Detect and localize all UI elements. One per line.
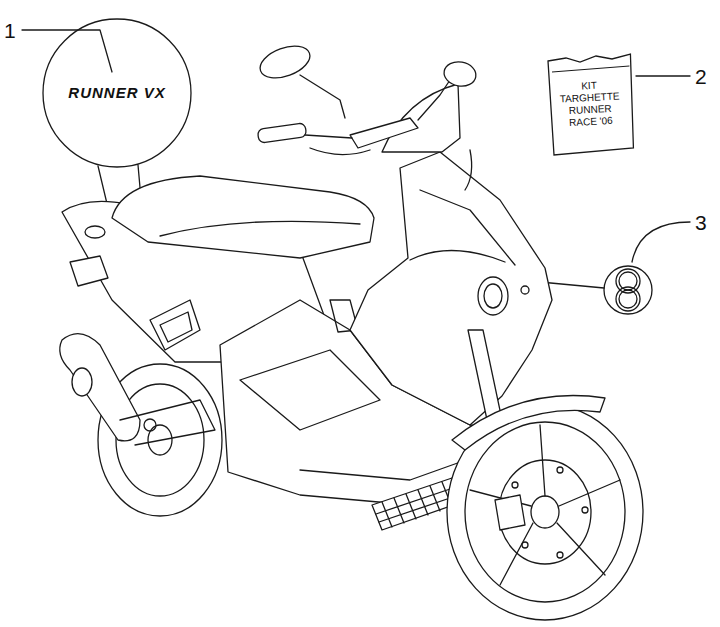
illustration-line xyxy=(22,30,112,72)
illustration-line xyxy=(557,552,563,558)
illustration-line xyxy=(160,312,192,342)
illustration-line xyxy=(484,284,502,308)
illustration-line xyxy=(418,80,450,120)
illustration-line xyxy=(43,19,191,167)
illustration-line xyxy=(465,150,472,190)
illustration-line xyxy=(85,226,105,238)
illustration-line xyxy=(72,368,92,396)
illustration-line xyxy=(582,507,588,513)
illustration-line xyxy=(310,148,370,155)
illustration-line xyxy=(256,40,314,84)
illustration-line xyxy=(478,277,508,315)
illustration-line xyxy=(144,419,156,431)
illustration-line xyxy=(150,300,200,350)
callout-number: 1 xyxy=(4,20,16,41)
illustration-line xyxy=(531,496,559,528)
illustration-line xyxy=(257,123,306,144)
illustration-line xyxy=(495,495,525,530)
illustration-line xyxy=(305,135,352,138)
illustration-line xyxy=(240,350,380,430)
illustration-line xyxy=(60,334,140,441)
parts-bag: KIT TARGHETTE RUNNER RACE '06 xyxy=(546,52,634,156)
illustration-line xyxy=(70,256,108,286)
illustration-line xyxy=(604,266,652,314)
illustration-line xyxy=(465,422,625,602)
illustration-line xyxy=(636,75,690,76)
model-decal-text: RUNNER VX xyxy=(68,84,165,102)
illustration-line xyxy=(420,190,515,265)
illustration-line xyxy=(160,221,360,236)
callout-number: 3 xyxy=(695,212,707,233)
illustration-line xyxy=(512,482,518,488)
callout-number: 2 xyxy=(695,66,707,87)
illustration-line xyxy=(350,152,552,425)
illustration-line xyxy=(382,84,460,152)
illustration-line xyxy=(619,290,637,308)
illustration-line xyxy=(410,250,505,262)
bag-seal-line xyxy=(552,66,629,72)
illustration-line xyxy=(112,176,374,258)
illustration-line xyxy=(522,542,528,548)
callout-circle: RUNNER VX xyxy=(42,19,192,167)
illustration-line xyxy=(470,425,620,585)
bag-label-text: KIT TARGHETTE RUNNER RACE '06 xyxy=(557,78,623,129)
illustration-line xyxy=(350,118,418,148)
bag-outline-path xyxy=(548,54,633,155)
illustration-line xyxy=(442,59,478,88)
illustration-line xyxy=(452,396,605,450)
illustration-line xyxy=(521,286,529,294)
illustration-line xyxy=(616,287,640,311)
illustration-line xyxy=(632,222,690,262)
illustration-line xyxy=(300,75,345,118)
illustration-line xyxy=(382,482,452,527)
illustration-line xyxy=(120,400,215,445)
illustration-line xyxy=(557,467,563,473)
